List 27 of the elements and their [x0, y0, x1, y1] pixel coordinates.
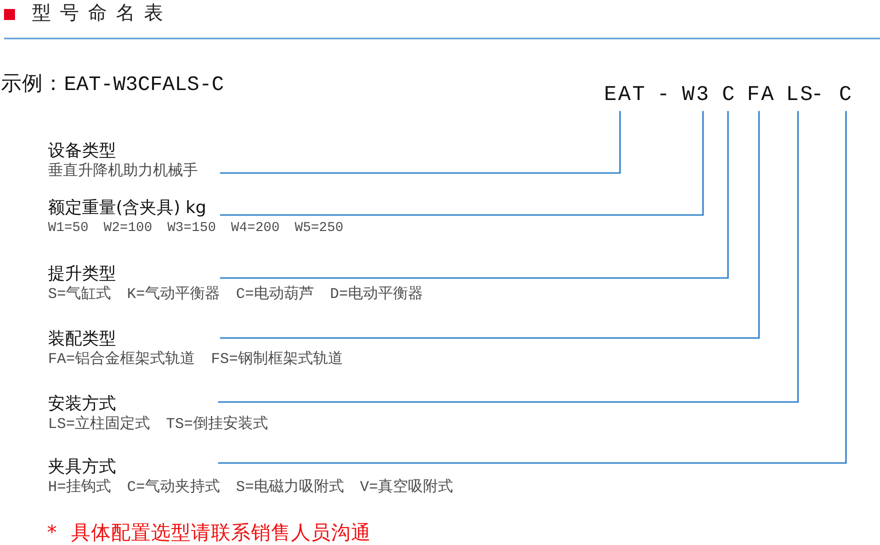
option-list: W1=50 W2=100 W3=150 W4=200 W5=250	[48, 219, 344, 239]
example-text: 示例：EAT-W3CFALS-C	[1, 73, 224, 98]
note-text: * 具体配置选型请联系销售人员沟通	[47, 520, 372, 545]
option-list: 垂直升降机助力机械手	[48, 162, 198, 182]
category-heading: 安装方式	[48, 394, 116, 415]
code-text: FA	[747, 82, 776, 109]
category-heading: 额定重量(含夹具) kg	[48, 198, 206, 219]
code-text: C	[839, 82, 854, 109]
leader-line	[220, 111, 760, 339]
option-list: H=挂钩式 C=气动夹持式 S=电磁力吸附式 V=真空吸附式	[48, 478, 454, 498]
option-list: S=气缸式 K=气动平衡器 C=电动葫芦 D=电动平衡器	[48, 285, 424, 305]
code-text: W3	[682, 82, 710, 109]
option-list: LS=立柱固定式 TS=倒挂安装式	[48, 415, 268, 435]
code-text: EAT	[604, 82, 646, 109]
category-heading: 装配类型	[48, 329, 116, 350]
leader-line	[220, 111, 729, 279]
option-list: FA=铝合金框架式轨道 FS=钢制框架式轨道	[48, 350, 344, 370]
category-heading: 夹具方式	[48, 457, 116, 478]
category-heading: 提升类型	[48, 264, 116, 285]
title: 型号命名表	[32, 1, 172, 25]
code-text: C	[722, 82, 736, 109]
hyphen: -	[657, 83, 672, 109]
category-heading: 设备类型	[48, 141, 116, 162]
leader-line	[220, 111, 621, 174]
leader-line	[218, 111, 799, 403]
leader-line	[220, 111, 704, 216]
leader-line	[218, 111, 847, 464]
